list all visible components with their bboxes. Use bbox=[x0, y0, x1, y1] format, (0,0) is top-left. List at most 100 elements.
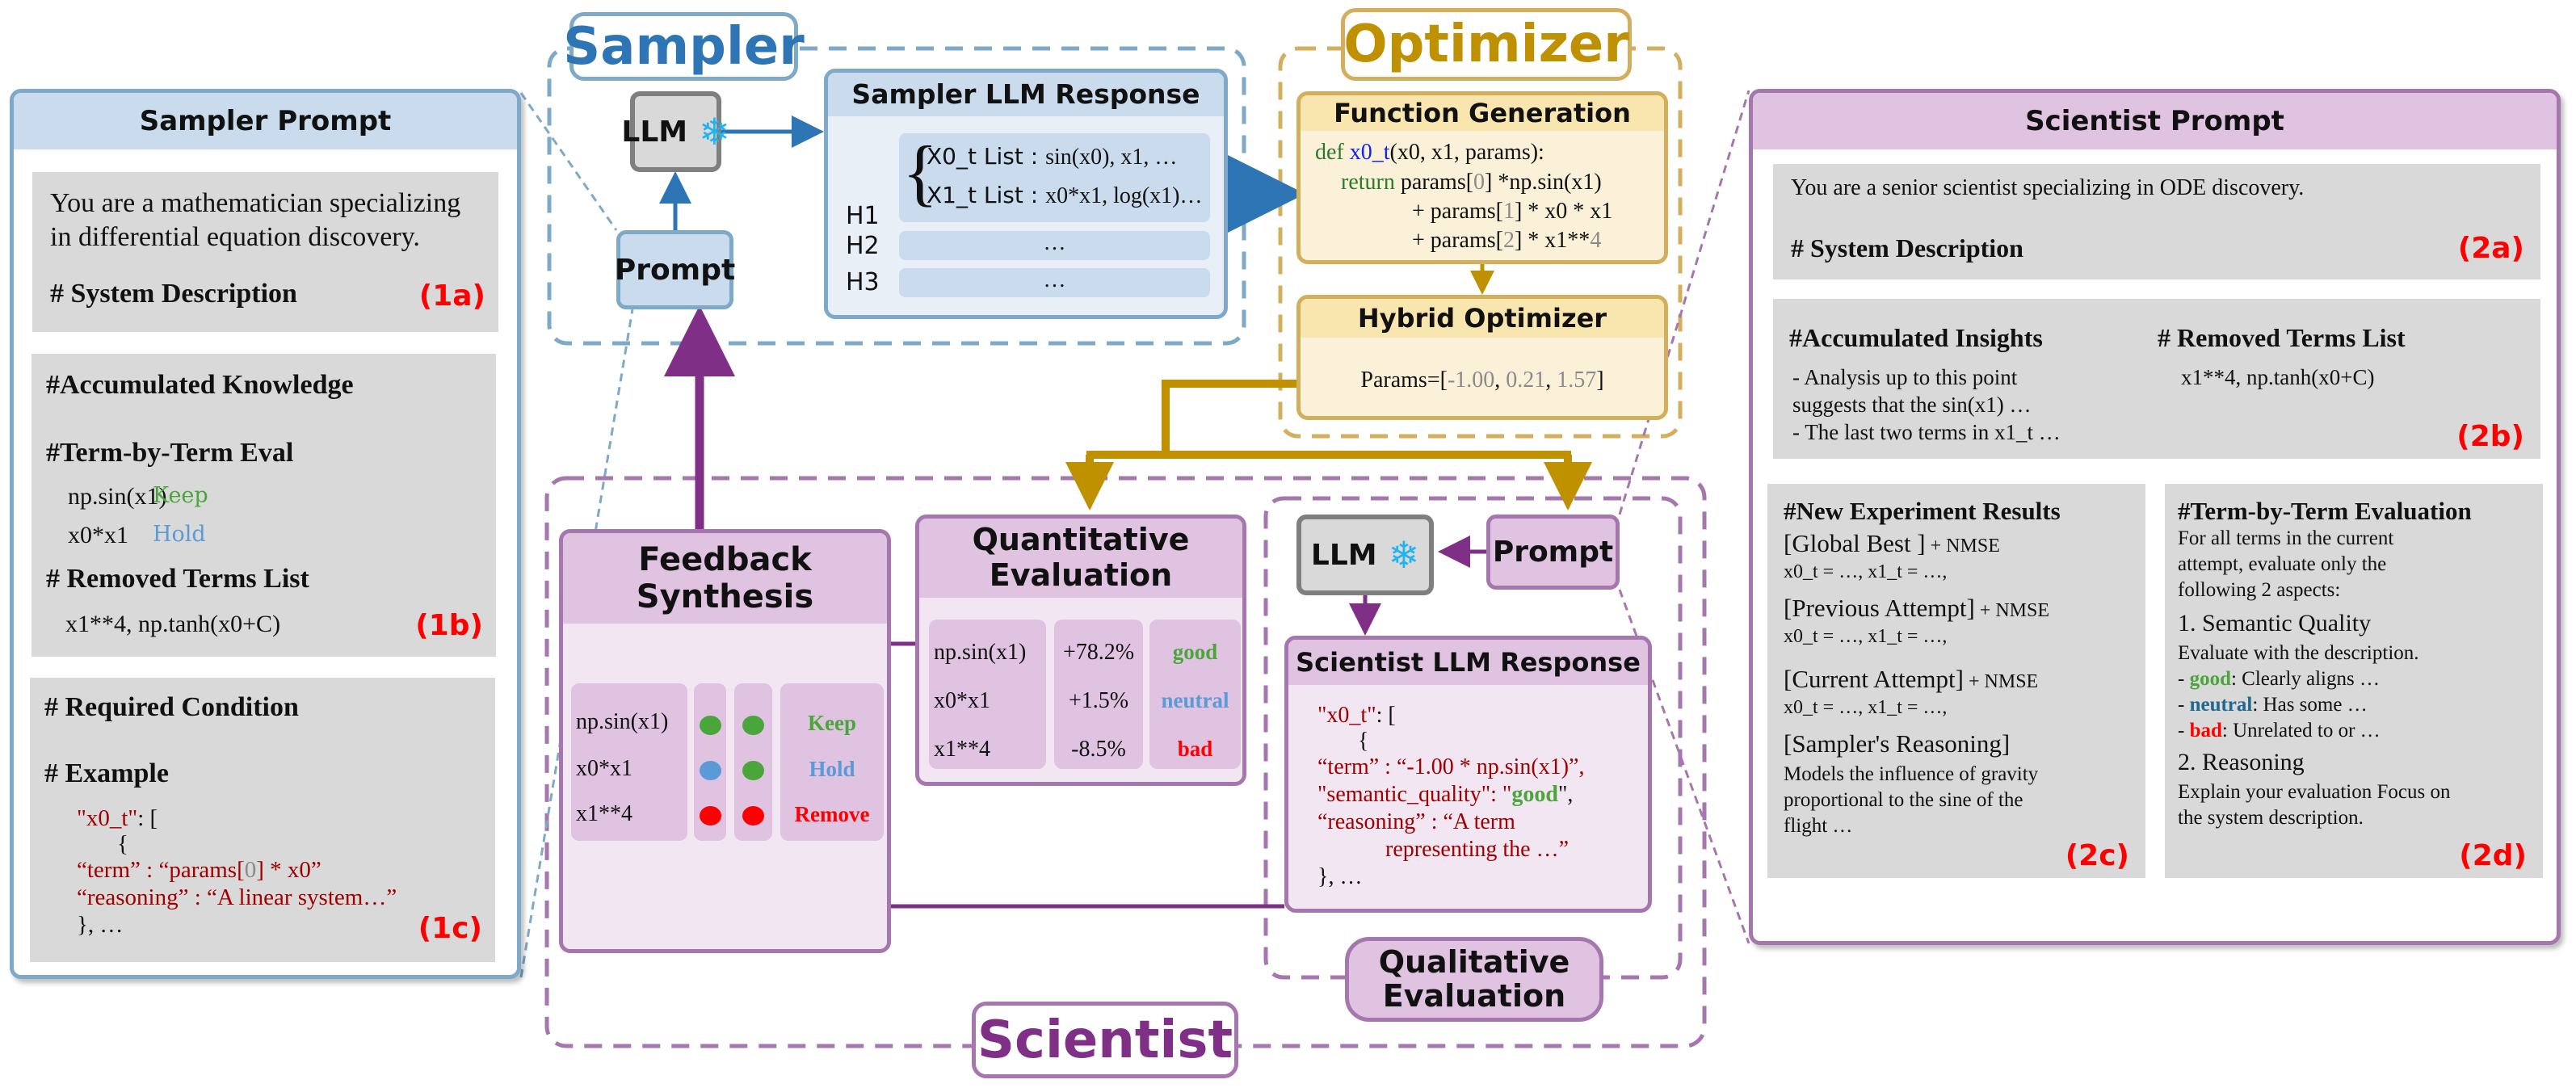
scientist-system-description: # System Description bbox=[1791, 233, 2023, 263]
sampler-prompt-node[interactable]: Prompt bbox=[615, 230, 735, 309]
line3-idx: 2 bbox=[1502, 228, 1515, 253]
zoom-guide-line bbox=[519, 92, 618, 231]
experiment-entry-value: x0_t = …, x1_t = …, bbox=[1784, 626, 1948, 647]
tag-1b: (1b) bbox=[415, 609, 483, 642]
quant-term: np.sin(x1) bbox=[934, 640, 1027, 665]
quant-rating-neutral: neutral bbox=[1161, 688, 1229, 712]
feedback-term: np.sin(x1) bbox=[576, 709, 669, 734]
term-eval-status-keep: Keep bbox=[153, 483, 208, 508]
rating-prefix: - bbox=[2178, 720, 2190, 741]
rating-desc: : Has some … bbox=[2252, 694, 2368, 716]
line1-post: ] *np.sin(x1) bbox=[1485, 170, 1602, 195]
decision-hold: Hold bbox=[809, 757, 855, 781]
aspect-1-heading: 1. Semantic Quality bbox=[2178, 610, 2372, 636]
sci-resp-term-line: “term” : “-1.00 * np.sin(x1)”, bbox=[1317, 754, 1585, 779]
sci-resp-reasoning-1: “reasoning” : “A term bbox=[1317, 809, 1515, 834]
sampler-intro-line-1: You are a mathematician specializing bbox=[50, 188, 461, 218]
code-line-2: + params[1] * x0 * x1 bbox=[1412, 199, 1612, 225]
example-key: "x0_t" bbox=[77, 805, 138, 831]
hypothesis-id: H1 bbox=[846, 202, 880, 230]
quant-dot-neutral bbox=[700, 761, 721, 780]
qualitative-evaluation-node: Qualitative Evaluation bbox=[1345, 937, 1603, 1022]
param-value: 0.21 bbox=[1506, 368, 1546, 393]
qual-title-line-1: Qualitative bbox=[1378, 943, 1570, 980]
feedback-synthesis-title: Feedback Synthesis bbox=[563, 533, 887, 624]
feedback-term: x0*x1 bbox=[576, 756, 632, 781]
scientist-prompt-node[interactable]: Prompt bbox=[1486, 515, 1620, 590]
feedback-title-line-1: Feedback bbox=[638, 541, 812, 578]
hybrid-optimizer-card: Hybrid Optimizer Params=[-1.00, 0.21, 1.… bbox=[1296, 295, 1668, 420]
experiment-entry-label: [Current Attempt] + NMSE bbox=[1784, 665, 2038, 694]
sampler-llm-node[interactable]: LLM ❄ bbox=[621, 91, 730, 172]
hypothesis-h3-box: … bbox=[899, 268, 1210, 297]
term-eval-term: x0*x1 bbox=[68, 522, 128, 548]
sci-resp-brace: { bbox=[1358, 729, 1369, 754]
example-term-key: “term” : bbox=[77, 857, 159, 883]
example-reasoning-line: “reasoning” : “A linear system…” bbox=[77, 884, 397, 910]
sampler-reasoning-label: [Sampler's Reasoning] bbox=[1784, 729, 2011, 758]
rating-label-good: good bbox=[2189, 668, 2231, 690]
sampler-reasoning-line: flight … bbox=[1784, 815, 1853, 837]
experiment-entry-label: [Previous Attempt] + NMSE bbox=[1784, 594, 2049, 623]
rating-label-neutral: neutral bbox=[2189, 694, 2253, 716]
code-line-return: return params[0] *np.sin(x1) bbox=[1341, 170, 1602, 195]
quant-terms-column bbox=[929, 620, 1046, 769]
rating-line-bad: - bad: Unrelated to or … bbox=[2178, 720, 2381, 742]
hypothesis-h2-text: … bbox=[1043, 230, 1066, 255]
h1-line-x1-value: x0*x1, log(x1)… bbox=[1045, 183, 1203, 208]
rating-prefix: - bbox=[2178, 694, 2190, 716]
experiment-entry-value: x0_t = …, x1_t = …, bbox=[1784, 697, 1948, 718]
sampler-intro-line-2: in differential equation discovery. bbox=[50, 222, 420, 252]
tag-2a: (2a) bbox=[2457, 232, 2524, 265]
sci-resp-open: : [ bbox=[1376, 703, 1396, 728]
term-eval-intro-line: attempt, evaluate only the bbox=[2178, 553, 2387, 575]
sampler-prompt-section-1c: # Required Condition # Example "x0_t": [… bbox=[30, 678, 495, 962]
function-generation-card: Function Generation def x0_t(x0, x1, par… bbox=[1296, 91, 1668, 264]
insight-line: suggests that the sin(x1) … bbox=[1792, 393, 2032, 417]
feedback-term: x1**4 bbox=[576, 801, 632, 826]
scientist-prompt-section-2d: #Term-by-Term Evaluation For all terms i… bbox=[2165, 484, 2543, 878]
hypothesis-h1-box: { X0_t List : sin(x0), x1, … X1_t List :… bbox=[899, 133, 1210, 222]
def-keyword: def bbox=[1315, 140, 1350, 165]
sci-removed-terms-heading: # Removed Terms List bbox=[2158, 323, 2406, 352]
quant-change: +78.2% bbox=[1062, 640, 1135, 665]
experiment-entry-label: [Global Best ] + NMSE bbox=[1784, 529, 2000, 558]
feedback-synthesis-card: Feedback Synthesis np.sin(x1) x0*x1 x1**… bbox=[559, 529, 891, 953]
term-eval-intro-line: For all terms in the current bbox=[2178, 527, 2394, 549]
term-eval-term: np.sin(x1) bbox=[68, 483, 167, 510]
function-generation-title: Function Generation bbox=[1301, 95, 1664, 131]
entry-suffix: + NMSE bbox=[1974, 600, 2050, 621]
example-close: }, … bbox=[77, 912, 124, 938]
return-keyword: return bbox=[1341, 170, 1401, 195]
scientist-llm-node[interactable]: LLM ❄ bbox=[1296, 515, 1434, 595]
example-heading: # Example bbox=[44, 758, 169, 788]
required-condition-heading: # Required Condition bbox=[44, 692, 299, 722]
param-sep: , bbox=[1494, 368, 1507, 393]
sci-resp-close: }, … bbox=[1317, 864, 1363, 889]
function-name: x0_t bbox=[1349, 140, 1390, 165]
term-eval-intro-line: following 2 aspects: bbox=[2178, 579, 2341, 601]
scientist-label: Scientist bbox=[972, 1002, 1238, 1078]
h1-line-x0: X0_t List : sin(x0), x1, … bbox=[927, 143, 1177, 170]
line2-post: ] * x0 * x1 bbox=[1514, 199, 1613, 224]
aspect-1-desc: Evaluate with the description. bbox=[2178, 642, 2419, 664]
hypothesis-id: H2 bbox=[846, 232, 880, 260]
sci-resp-sq-val: good bbox=[1511, 782, 1558, 807]
h1-line-x0-name: X0_t List : bbox=[927, 143, 1046, 170]
sci-resp-sq-line: "semantic_quality": "good", bbox=[1317, 782, 1573, 808]
qual-title-line-2: Evaluation bbox=[1382, 977, 1566, 1014]
example-term-val-pre: “params[ bbox=[158, 857, 245, 883]
quantitative-evaluation-title: Quantitative Evaluation bbox=[919, 519, 1242, 598]
tag-1a: (1a) bbox=[418, 279, 485, 313]
line1-idx: 0 bbox=[1473, 170, 1486, 195]
sampler-system-description: # System Description bbox=[50, 279, 297, 309]
scientist-llm-response-title: Scientist LLM Response bbox=[1288, 640, 1648, 685]
h1-line-x0-value: sin(x0), x1, … bbox=[1045, 145, 1178, 170]
quant-term: x1**4 bbox=[934, 737, 990, 762]
code-line-def: def x0_t(x0, x1, params): bbox=[1315, 140, 1544, 166]
insight-line: - Analysis up to this point bbox=[1792, 365, 2018, 389]
rating-label-bad: bad bbox=[2189, 720, 2222, 741]
insight-line: - The last two terms in x1_t … bbox=[1792, 420, 2061, 444]
scientist-prompt-node-label: Prompt bbox=[1492, 536, 1614, 569]
scientist-prompt-section-2b: #Accumulated Insights - Analysis up to t… bbox=[1773, 299, 2540, 459]
